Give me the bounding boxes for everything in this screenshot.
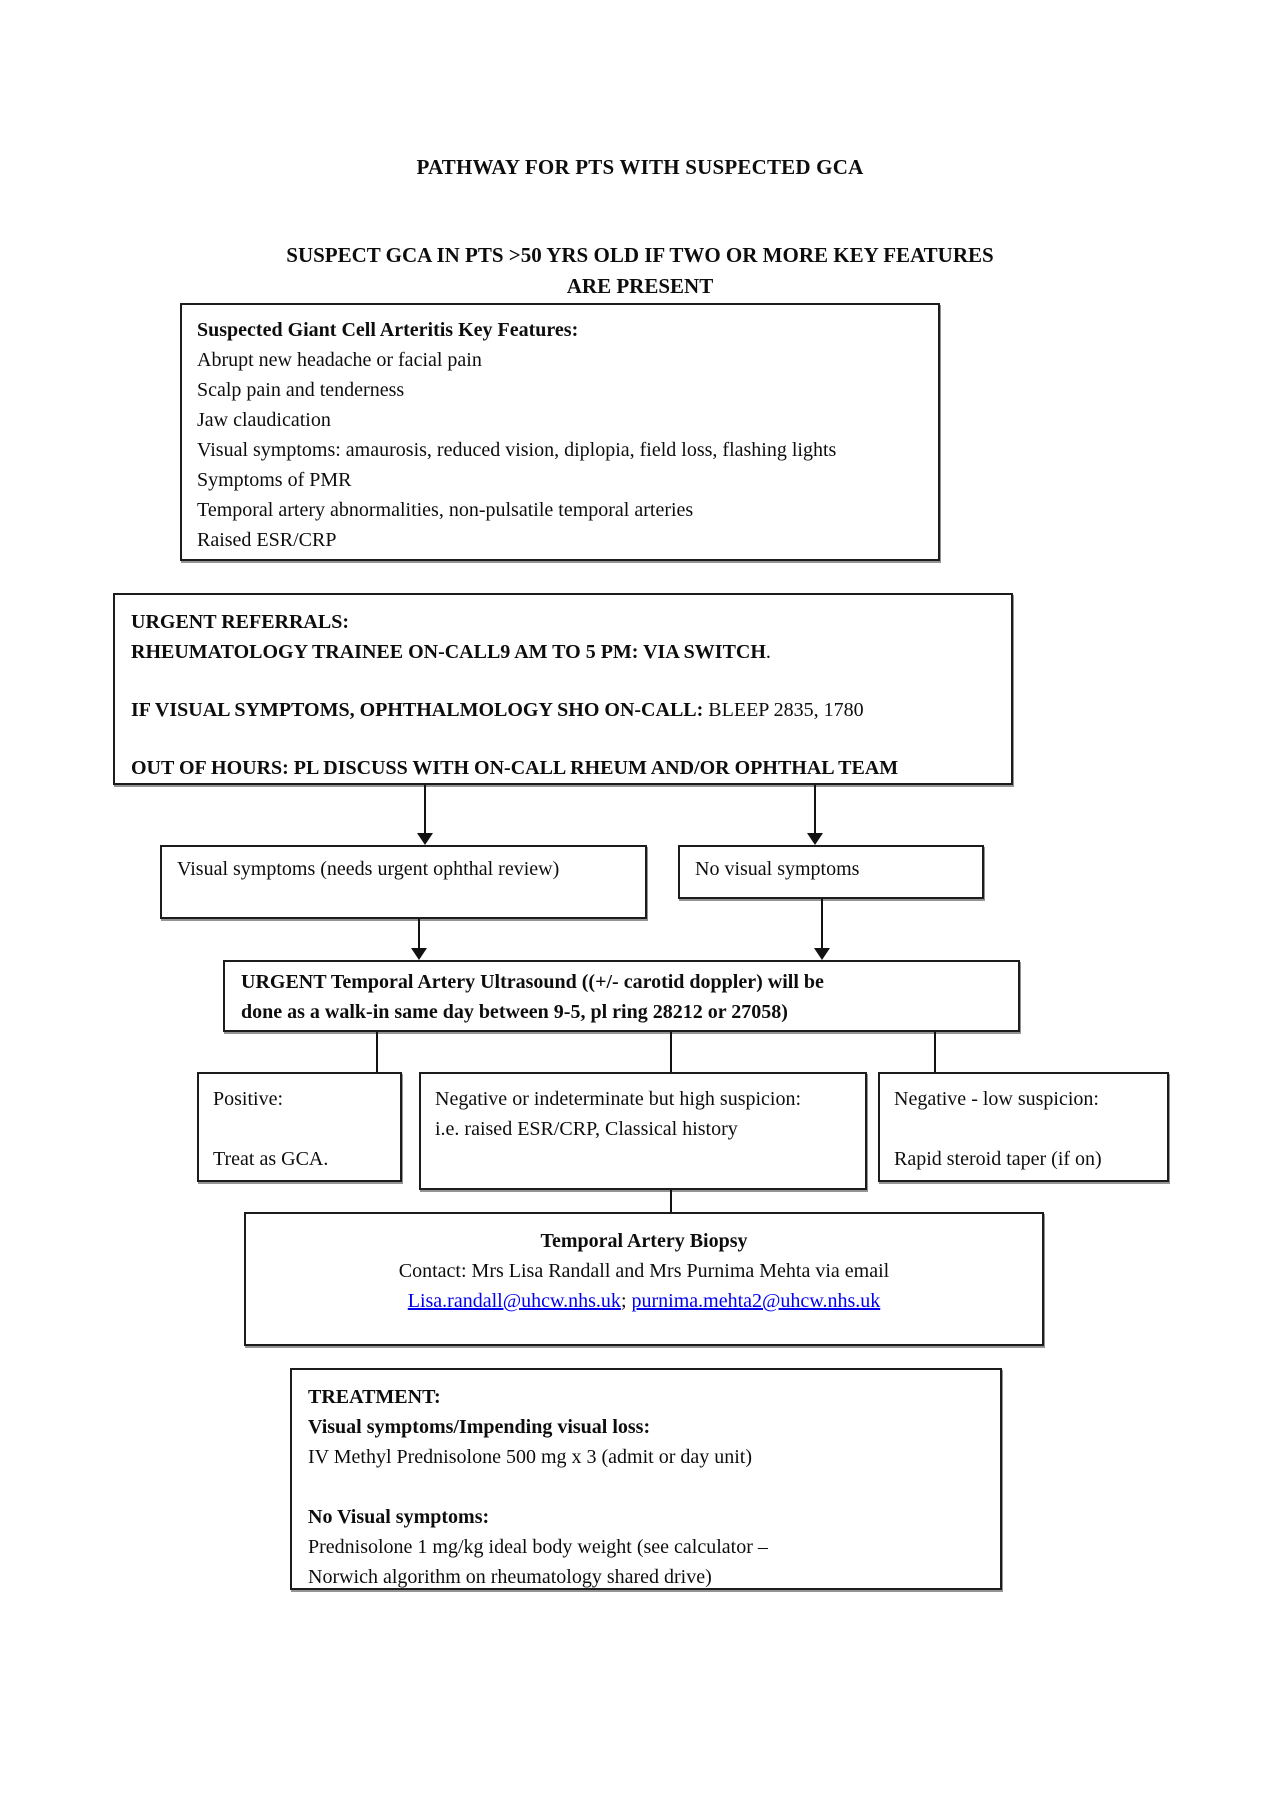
connector-line [670, 1190, 672, 1212]
page-title: PATHWAY FOR PTS WITH SUSPECTED GCA [416, 155, 864, 179]
positive-title: Positive: [213, 1088, 284, 1110]
visual-symptoms-box: Visual symptoms (needs urgent ophthal re… [160, 845, 647, 919]
ophthalmology-oncall-label: IF VISUAL SYMPTOMS, OPHTHALMOLOGY SHO ON… [131, 699, 704, 721]
connector-line [814, 785, 816, 834]
indeterminate-outcome-box: Negative or indeterminate but high suspi… [419, 1072, 867, 1190]
connector-line [418, 919, 420, 949]
connector-line [821, 899, 823, 949]
email-separator: ; [620, 1290, 632, 1312]
connector-line [424, 785, 426, 834]
connector-line [670, 1032, 672, 1072]
connector-line [934, 1032, 936, 1072]
arrow-down-icon [411, 948, 427, 960]
indeterminate-title: Negative or indeterminate but high suspi… [435, 1088, 802, 1110]
key-feature-item: Jaw claudication [197, 409, 331, 431]
indeterminate-detail: i.e. raised ESR/CRP, Classical history [435, 1118, 738, 1140]
page-subtitle: SUSPECT GCA IN PTS >50 YRS OLD IF TWO OR… [0, 240, 1280, 302]
treatment-box: TREATMENT: Visual symptoms/Impending vis… [290, 1368, 1002, 1590]
connector-line [376, 1032, 378, 1072]
email-link-purnima[interactable]: purnima.mehta2@uhcw.nhs.uk [631, 1290, 881, 1312]
negative-title: Negative - low suspicion: [894, 1088, 1099, 1110]
no-visual-symptoms-box: No visual symptoms [678, 845, 984, 899]
biopsy-emails-line: Lisa.randall@uhcw.nhs.uk; purnima.mehta2… [262, 1286, 1026, 1316]
treatment-heading: TREATMENT: [308, 1386, 441, 1408]
out-of-hours-line: OUT OF HOURS: PL DISCUSS WITH ON-CALL RH… [131, 757, 899, 779]
ophthalmology-bleep-numbers: BLEEP 2835, 1780 [703, 699, 864, 721]
visual-loss-heading: Visual symptoms/Impending visual loss: [308, 1416, 651, 1438]
subtitle-line-1: SUSPECT GCA IN PTS >50 YRS OLD IF TWO OR… [286, 243, 994, 267]
biopsy-title: Temporal Artery Biopsy [540, 1230, 748, 1252]
ultrasound-line-1: URGENT Temporal Artery Ultrasound ((+/- … [241, 971, 824, 993]
positive-outcome-box: Positive: Treat as GCA. [197, 1072, 402, 1182]
negative-outcome-box: Negative - low suspicion: Rapid steroid … [878, 1072, 1169, 1182]
biopsy-contact-line: Contact: Mrs Lisa Randall and Mrs Purnim… [398, 1260, 890, 1282]
ultrasound-box: URGENT Temporal Artery Ultrasound ((+/- … [223, 960, 1020, 1032]
urgent-referrals-heading: URGENT REFERRALS: [131, 611, 349, 633]
key-feature-item: Visual symptoms: amaurosis, reduced visi… [197, 439, 837, 461]
urgent-referrals-box: URGENT REFERRALS: RHEUMATOLOGY TRAINEE O… [113, 593, 1013, 785]
ophthalmology-oncall-line: IF VISUAL SYMPTOMS, OPHTHALMOLOGY SHO ON… [131, 695, 995, 725]
no-visual-treatment-line-2: Norwich algorithm on rheumatology shared… [308, 1566, 712, 1588]
key-features-heading: Suspected Giant Cell Arteritis Key Featu… [197, 319, 579, 341]
arrow-down-icon [807, 833, 823, 845]
no-visual-treatment-line-1: Prednisolone 1 mg/kg ideal body weight (… [308, 1536, 768, 1558]
key-feature-item: Raised ESR/CRP [197, 529, 337, 551]
arrow-down-icon [417, 833, 433, 845]
negative-action: Rapid steroid taper (if on) [894, 1148, 1102, 1170]
email-link-lisa[interactable]: Lisa.randall@uhcw.nhs.uk [407, 1290, 621, 1312]
rheumatology-oncall-text: RHEUMATOLOGY TRAINEE ON-CALL9 AM TO 5 PM… [131, 641, 766, 663]
biopsy-box: Temporal Artery Biopsy Contact: Mrs Lisa… [244, 1212, 1044, 1346]
rheumatology-oncall-line: RHEUMATOLOGY TRAINEE ON-CALL9 AM TO 5 PM… [131, 637, 995, 667]
subtitle-line-2: ARE PRESENT [566, 274, 714, 298]
no-visual-heading: No Visual symptoms: [308, 1506, 490, 1528]
arrow-down-icon [814, 948, 830, 960]
visual-loss-treatment: IV Methyl Prednisolone 500 mg x 3 (admit… [308, 1446, 753, 1468]
key-feature-item: Symptoms of PMR [197, 469, 352, 491]
key-feature-item: Scalp pain and tenderness [197, 379, 405, 401]
key-feature-item: Abrupt new headache or facial pain [197, 349, 482, 371]
positive-action: Treat as GCA. [213, 1148, 329, 1170]
rheumatology-oncall-period: . [765, 641, 771, 663]
ultrasound-line-2: done as a walk-in same day between 9-5, … [241, 1001, 788, 1023]
key-features-box: Suspected Giant Cell Arteritis Key Featu… [180, 303, 940, 561]
key-feature-item: Temporal artery abnormalities, non-pulsa… [197, 499, 694, 521]
